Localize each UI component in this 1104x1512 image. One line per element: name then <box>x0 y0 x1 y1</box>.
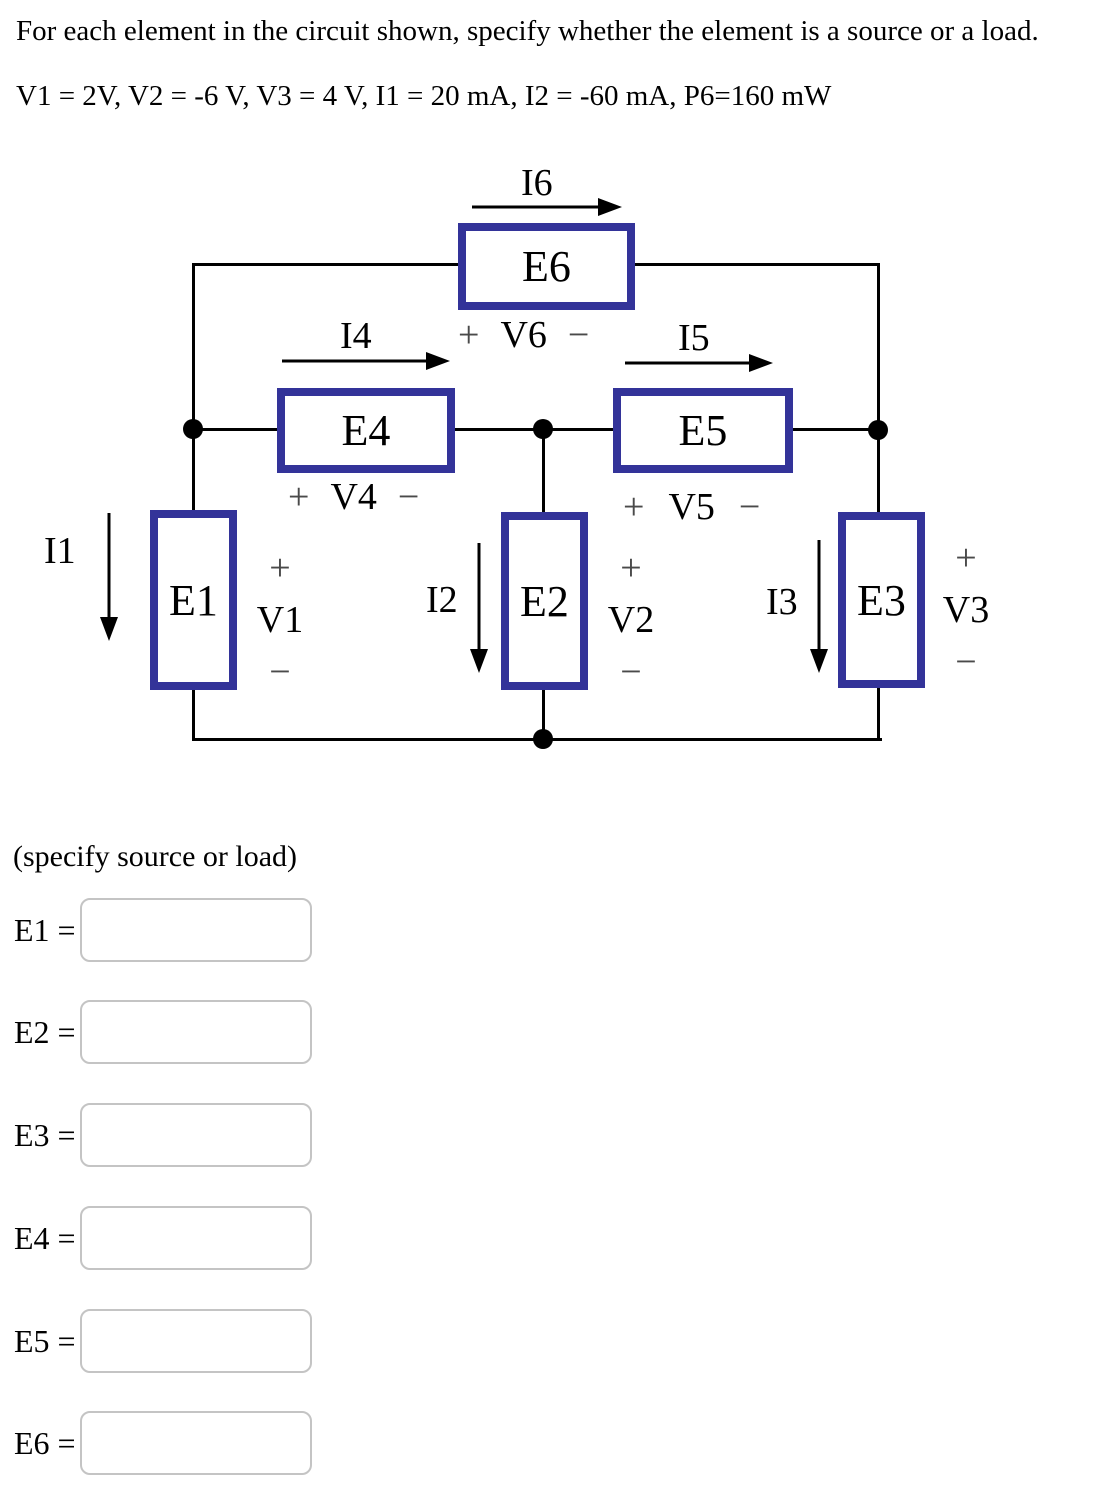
current-label-i1: I1 <box>44 530 76 572</box>
answer-row-e2: E2 = <box>14 1000 312 1064</box>
answer-input-e2[interactable] <box>80 1000 312 1064</box>
element-box-e3: E3 <box>838 512 925 688</box>
element-label-e2: E2 <box>520 576 569 626</box>
wire-left-upper <box>192 263 195 512</box>
voltage-name-v4: V4 <box>330 476 377 518</box>
answer-row-e3: E3 = <box>14 1103 312 1167</box>
wire-top-right <box>634 263 880 266</box>
element-box-e6: E6 <box>458 223 635 310</box>
element-box-e2: E2 <box>501 512 588 690</box>
form-heading: (specify source or load) <box>13 840 298 873</box>
voltage-label-v6: + V6 − <box>458 313 589 357</box>
current-label-i3: I3 <box>766 581 798 623</box>
voltage-label-v4: + V4 − <box>288 475 419 519</box>
voltage-label-v3: + V3 − <box>942 537 990 684</box>
plus-sign: + <box>623 486 645 528</box>
minus-sign: − <box>955 641 977 684</box>
wire-left-lower <box>192 688 195 741</box>
element-box-e5: E5 <box>613 388 793 473</box>
i2-current-arrow-icon <box>470 543 488 673</box>
answer-input-e4[interactable] <box>80 1206 312 1270</box>
minus-sign: − <box>397 476 420 518</box>
answer-label-e5: E5 = <box>14 1322 76 1359</box>
answer-input-e6[interactable] <box>80 1411 312 1475</box>
circuit-diagram: I6 I4 I5 I1 I2 I3 E6 E4 E5 E1 E2 E3 + V6… <box>44 162 990 749</box>
answer-label-e4: E4 = <box>14 1219 76 1256</box>
i4-current-arrow-icon <box>282 352 450 370</box>
current-label-i2: I2 <box>426 579 458 621</box>
problem-statement: For each element in the circuit shown, s… <box>16 15 1039 47</box>
plus-sign: + <box>955 537 977 579</box>
answer-label-e3: E3 = <box>14 1116 76 1153</box>
element-label-e1: E1 <box>169 575 218 625</box>
junction-dot-bottom <box>533 729 553 749</box>
plus-sign: + <box>288 476 310 518</box>
plus-sign: + <box>620 547 642 589</box>
current-label-i5: I5 <box>678 317 710 359</box>
current-label-i6: I6 <box>521 162 553 204</box>
element-label-e3: E3 <box>857 575 906 625</box>
answer-input-e3[interactable] <box>80 1103 312 1167</box>
wire-right-upper <box>877 263 880 514</box>
element-label-e5: E5 <box>678 406 728 455</box>
wire-right-lower <box>877 686 880 741</box>
voltage-name-v5: V5 <box>668 486 715 528</box>
junction-dot-left <box>183 419 203 439</box>
current-label-i4: I4 <box>340 315 372 357</box>
answer-row-e5: E5 = <box>14 1309 312 1373</box>
given-values: V1 = 2V, V2 = -6 V, V3 = 4 V, I1 = 20 mA… <box>16 80 832 112</box>
minus-sign: − <box>738 486 761 528</box>
wire-top-left <box>192 263 459 266</box>
answer-input-e1[interactable] <box>80 898 312 962</box>
plus-sign: + <box>269 547 291 589</box>
answer-row-e4: E4 = <box>14 1206 312 1270</box>
minus-sign: − <box>269 651 291 694</box>
voltage-name-v1: V1 <box>256 599 304 642</box>
element-box-e4: E4 <box>277 388 455 473</box>
voltage-label-v1: + V1 − <box>256 547 304 694</box>
voltage-label-v5: + V5 − <box>623 485 760 529</box>
i5-current-arrow-icon <box>625 354 773 372</box>
i6-current-arrow-icon <box>472 198 622 216</box>
answer-input-e5[interactable] <box>80 1309 312 1373</box>
i3-current-arrow-icon <box>810 540 828 673</box>
minus-sign: − <box>567 314 590 356</box>
minus-sign: − <box>620 651 642 694</box>
answer-row-e6: E6 = <box>14 1411 312 1475</box>
element-box-e1: E1 <box>150 510 237 690</box>
answer-label-e6: E6 = <box>14 1424 76 1461</box>
i1-current-arrow-icon <box>100 513 118 641</box>
voltage-name-v2: V2 <box>607 599 655 642</box>
voltage-name-v3: V3 <box>942 589 990 632</box>
junction-dot-middle <box>533 419 553 439</box>
element-label-e4: E4 <box>341 406 391 455</box>
element-label-e6: E6 <box>522 242 571 291</box>
answer-label-e2: E2 = <box>14 1013 76 1050</box>
junction-dot-right <box>868 420 888 440</box>
voltage-name-v6: V6 <box>500 314 547 356</box>
plus-sign: + <box>458 314 480 356</box>
voltage-label-v2: + V2 − <box>607 547 655 694</box>
answer-label-e1: E1 = <box>14 911 76 948</box>
answer-row-e1: E1 = <box>14 898 312 962</box>
